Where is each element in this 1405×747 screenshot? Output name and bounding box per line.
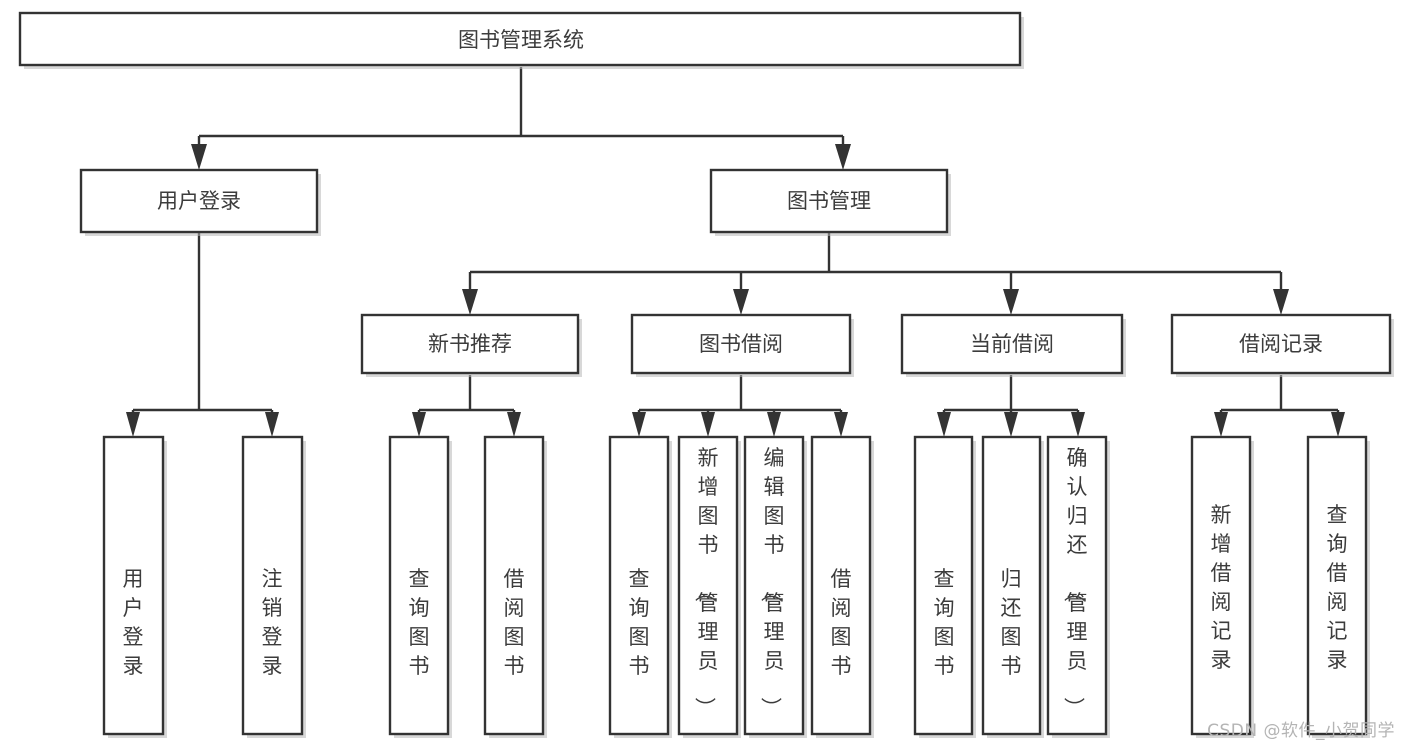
arrow-borrowrecord-leaf-1 bbox=[1214, 412, 1228, 437]
user-login-box[interactable] bbox=[79, 168, 319, 234]
node-book-borrow[interactable]: 图书借阅 bbox=[630, 313, 854, 377]
current-borrow-box[interactable] bbox=[900, 313, 1124, 375]
leaf-query-book-1-label: 查询图书 bbox=[409, 567, 430, 678]
arrow-newbook-leaf-1 bbox=[412, 412, 426, 437]
arrow-bookmanage-current-borrow bbox=[1003, 289, 1019, 315]
node-leaf-add-book[interactable]: 新增图书（管理员） bbox=[677, 435, 741, 738]
arrow-bookmanage-borrow-record bbox=[1273, 289, 1289, 315]
leaf-add-record-box[interactable] bbox=[1190, 435, 1252, 736]
node-leaf-logout[interactable]: 注销登录 bbox=[241, 435, 306, 738]
leaf-logout-label: 注销登录 bbox=[262, 567, 283, 678]
arrow-bookborrow-leaf-4 bbox=[834, 412, 848, 437]
leaf-query-book-1-box[interactable] bbox=[388, 435, 450, 736]
leaf-borrow-book-1-label: 借阅图书 bbox=[504, 567, 525, 678]
arrow-currentborrow-leaf-3 bbox=[1071, 412, 1085, 437]
leaf-return-book-box[interactable] bbox=[981, 435, 1042, 736]
leaf-edit-book-label: 编辑图书（管理员） bbox=[759, 446, 785, 718]
arrow-bookmanage-book-borrow bbox=[733, 289, 749, 315]
node-leaf-user-login[interactable]: 用户登录 bbox=[102, 435, 167, 738]
leaf-borrow-book-2-label: 借阅图书 bbox=[831, 567, 852, 678]
leaf-query-book-3-box[interactable] bbox=[913, 435, 974, 736]
arrow-userlogin-leaf-1 bbox=[126, 412, 140, 437]
leaf-logout-box[interactable] bbox=[241, 435, 304, 736]
node-leaf-borrow-book-2[interactable]: 借阅图书 bbox=[810, 435, 874, 738]
borrow-record-box[interactable] bbox=[1170, 313, 1392, 375]
leaf-borrow-book-1-box[interactable] bbox=[483, 435, 545, 736]
node-user-login[interactable]: 用户登录 bbox=[79, 168, 321, 236]
node-root[interactable]: 图书管理系统 bbox=[18, 11, 1024, 69]
node-leaf-edit-book[interactable]: 编辑图书（管理员） bbox=[743, 435, 807, 738]
leaf-query-book-2-label: 查询图书 bbox=[629, 567, 650, 678]
arrow-bookborrow-leaf-2 bbox=[701, 412, 715, 437]
borrow-record-label: 借阅记录 bbox=[1239, 332, 1323, 356]
connector-layer bbox=[126, 67, 1345, 437]
arrow-bookmanage-new-book-rec bbox=[462, 289, 478, 315]
current-borrow-label: 当前借阅 bbox=[970, 332, 1054, 356]
arrow-currentborrow-leaf-2 bbox=[1004, 412, 1018, 437]
node-leaf-query-record[interactable]: 查询借阅记录 bbox=[1306, 435, 1370, 738]
arrow-newbook-leaf-2 bbox=[507, 412, 521, 437]
book-borrow-box[interactable] bbox=[630, 313, 852, 375]
leaf-query-book-2-box[interactable] bbox=[608, 435, 670, 736]
node-leaf-add-record[interactable]: 新增借阅记录 bbox=[1190, 435, 1254, 738]
node-new-book-rec[interactable]: 新书推荐 bbox=[360, 313, 582, 377]
book-borrow-label: 图书借阅 bbox=[699, 332, 783, 356]
leaf-query-book-3-label: 查询图书 bbox=[934, 567, 955, 678]
node-leaf-query-book-3[interactable]: 查询图书 bbox=[913, 435, 976, 738]
node-layer: 图书管理系统 用户登录 图书管理 新书推荐 bbox=[18, 11, 1394, 738]
leaf-confirm-return-box[interactable] bbox=[1046, 435, 1108, 736]
node-current-borrow[interactable]: 当前借阅 bbox=[900, 313, 1126, 377]
new-book-rec-label: 新书推荐 bbox=[428, 332, 512, 356]
leaf-query-record-label: 查询借阅记录 bbox=[1327, 503, 1348, 672]
root-box[interactable] bbox=[18, 11, 1022, 67]
node-leaf-query-book-2[interactable]: 查询图书 bbox=[608, 435, 672, 738]
csdn-watermark: CSDN @软件_小贺同学 bbox=[1207, 721, 1395, 741]
arrow-currentborrow-leaf-1 bbox=[937, 412, 951, 437]
arrow-root-to-book-manage bbox=[835, 144, 851, 170]
book-manage-label: 图书管理 bbox=[787, 189, 871, 213]
new-book-rec-box[interactable] bbox=[360, 313, 580, 375]
leaf-add-book-label: 新增图书（管理员） bbox=[693, 446, 719, 718]
arrow-bookborrow-leaf-3 bbox=[767, 412, 781, 437]
arrow-userlogin-leaf-2 bbox=[265, 412, 279, 437]
node-leaf-borrow-book-1[interactable]: 借阅图书 bbox=[483, 435, 547, 738]
node-borrow-record[interactable]: 借阅记录 bbox=[1170, 313, 1394, 377]
leaf-borrow-book-2-box[interactable] bbox=[810, 435, 872, 736]
leaf-edit-book-box[interactable] bbox=[743, 435, 805, 736]
user-login-label: 用户登录 bbox=[157, 189, 241, 213]
node-leaf-return-book[interactable]: 归还图书 bbox=[981, 435, 1044, 738]
leaf-add-book-box[interactable] bbox=[677, 435, 739, 736]
leaf-user-login-label: 用户登录 bbox=[123, 567, 144, 678]
arrow-root-to-user-login bbox=[191, 144, 207, 170]
arrow-borrowrecord-leaf-2 bbox=[1331, 412, 1345, 437]
node-leaf-query-book-1[interactable]: 查询图书 bbox=[388, 435, 452, 738]
leaf-confirm-return-label: 确认归还（管理员） bbox=[1062, 446, 1088, 718]
leaf-user-login-box[interactable] bbox=[102, 435, 165, 736]
node-book-manage[interactable]: 图书管理 bbox=[709, 168, 951, 236]
leaf-query-record-box[interactable] bbox=[1306, 435, 1368, 736]
leaf-return-book-label: 归还图书 bbox=[1001, 567, 1022, 678]
book-manage-box[interactable] bbox=[709, 168, 949, 234]
arrow-bookborrow-leaf-1 bbox=[632, 412, 646, 437]
node-leaf-confirm-return[interactable]: 确认归还（管理员） bbox=[1046, 435, 1110, 738]
root-label: 图书管理系统 bbox=[458, 28, 584, 52]
leaf-add-record-label: 新增借阅记录 bbox=[1211, 503, 1232, 672]
